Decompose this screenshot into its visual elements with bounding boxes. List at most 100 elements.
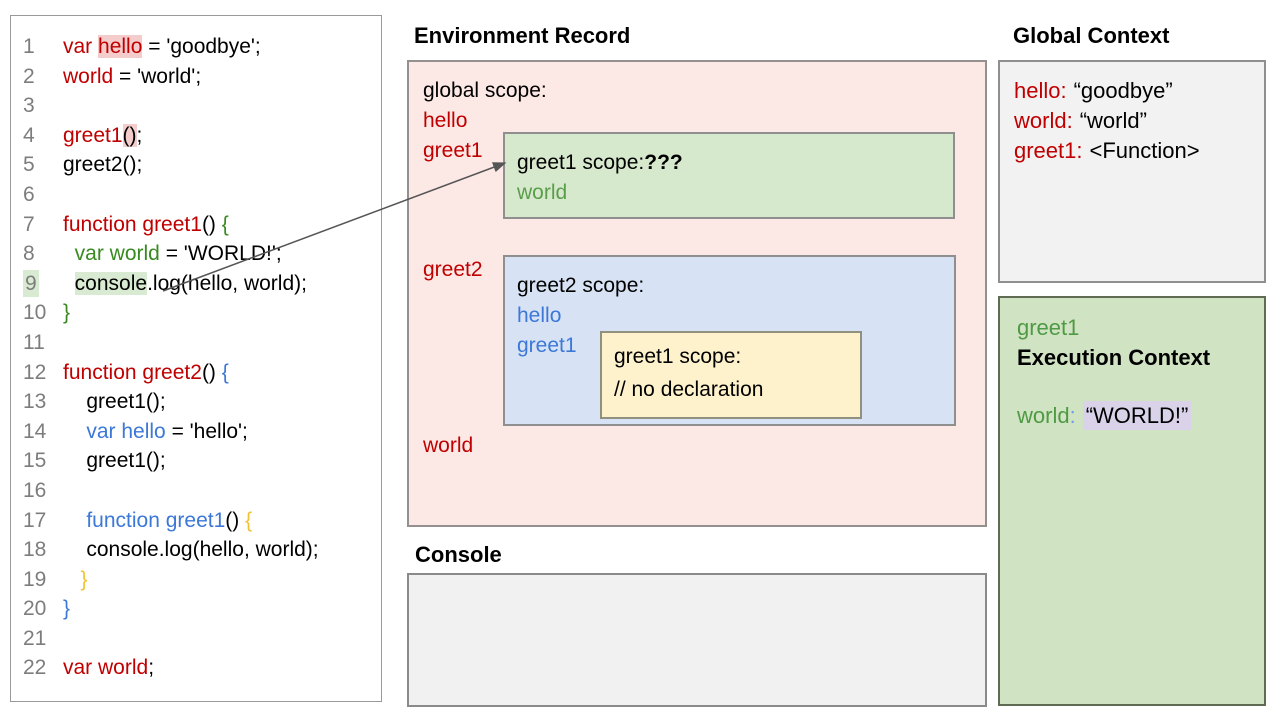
line-number: 6 (23, 182, 35, 206)
code-line: 15 greet1(); (23, 446, 381, 476)
code-line: 7 function greet1() { (23, 210, 381, 240)
var-value: <Function> (1089, 138, 1200, 163)
console-output-box (407, 573, 987, 707)
code-token: } (80, 567, 88, 591)
line-number: 10 (23, 301, 47, 325)
greet1-scope-var-world: world (517, 181, 568, 204)
code-token: console (74, 271, 148, 295)
code-text: console.log(hello, world); (63, 271, 307, 295)
code-line: 18 console.log(hello, world); (23, 535, 381, 565)
code-token: ; (136, 123, 143, 147)
console-title: Console (415, 542, 502, 567)
line-number: 7 (23, 212, 35, 236)
execution-context-entry: world:“WORLD!” (1017, 401, 1192, 430)
code-text: } (63, 568, 88, 591)
global-var-hello: hello (423, 109, 468, 132)
greet1-scope-question: ??? (644, 151, 683, 174)
code-token (63, 242, 75, 265)
line-number: 16 (23, 478, 47, 502)
global-context-entry: hello:“goodbye” (1014, 78, 1173, 104)
code-line: 3 (23, 91, 381, 121)
greet1-scope-title: greet1 scope:??? (517, 151, 683, 175)
greet2-scope-box: greet2 scope: hello greet1 greet1 scope:… (503, 255, 956, 426)
code-line: 21 (23, 624, 381, 654)
code-line: 1 var hello = 'goodbye'; (23, 32, 381, 62)
code-token: var world (74, 242, 160, 266)
code-line: 17 function greet1() { (23, 506, 381, 536)
execution-context-function-name: greet1 (1017, 315, 1080, 340)
line-number: 19 (23, 567, 47, 591)
global-context-entry: world:“world” (1014, 108, 1147, 134)
code-line: 13 greet1(); (23, 387, 381, 417)
inner-greet1-scope-title: greet1 scope: (614, 345, 742, 368)
code-token: = 'goodbye'; (142, 35, 261, 58)
code-text: var hello = 'hello'; (63, 420, 248, 443)
code-text: greet2(); (63, 153, 142, 176)
code-line: 8 var world = 'WORLD!'; (23, 239, 381, 269)
inner-greet1-scope-comment: // no declaration (614, 378, 764, 401)
global-var-greet1: greet1 (423, 139, 483, 162)
code-token: = 'hello'; (165, 419, 248, 443)
code-token: greet1(); (63, 390, 166, 414)
inner-greet1-scope-box: greet1 scope: // no declaration (600, 331, 862, 419)
code-text: world = 'world'; (63, 65, 201, 88)
global-context-box: hello:“goodbye” world:“world” greet1:<Fu… (998, 60, 1266, 283)
code-token: greet1(); (63, 449, 166, 473)
code-token: () (201, 212, 222, 236)
global-context-title: Global Context (1013, 23, 1170, 48)
greet1-scope-title-text: greet1 scope: (517, 151, 645, 174)
code-text: console.log(hello, world); (63, 538, 318, 561)
var-colon: : (1069, 403, 1076, 428)
code-line: 19 } (23, 565, 381, 595)
code-text: function greet1() { (63, 213, 229, 236)
line-number: 1 (23, 35, 35, 58)
var-value: “world” (1079, 108, 1147, 133)
line-number: 5 (23, 153, 35, 177)
greet2-scope-title: greet2 scope: (517, 274, 645, 297)
code-token: var (63, 35, 99, 58)
global-var-greet2: greet2 (423, 258, 483, 281)
code-token: () (122, 123, 137, 147)
global-scope-box: global scope: hello greet1 greet2 world … (407, 60, 987, 527)
code-token: = 'world'; (113, 64, 202, 88)
line-number: 18 (23, 538, 47, 562)
code-token (63, 272, 75, 295)
greet1-scope-box: greet1 scope:??? world (503, 132, 955, 219)
var-name: greet1: (1014, 138, 1083, 163)
code-line: 10} (23, 298, 381, 328)
greet2-scope-var-hello: hello (517, 304, 562, 327)
code-text: greet1(); (63, 123, 143, 147)
environment-record-title: Environment Record (414, 23, 631, 48)
var-name: world (1017, 403, 1070, 428)
var-name: world: (1014, 108, 1073, 133)
line-number: 11 (23, 330, 45, 354)
line-number: 22 (23, 656, 47, 680)
code-token: () (225, 508, 246, 532)
code-token (63, 568, 81, 591)
code-text: var world; (63, 656, 154, 679)
line-number: 4 (23, 123, 35, 147)
code-token: () (201, 360, 222, 384)
code-line: 9 console.log(hello, world); (23, 269, 381, 299)
line-number: 12 (23, 360, 47, 384)
code-token: hello (98, 35, 143, 58)
code-token: .log(hello, world); (147, 271, 307, 295)
line-number: 8 (23, 242, 35, 266)
code-line: 5 greet2(); (23, 150, 381, 180)
global-var-world: world (423, 434, 474, 457)
line-number: 17 (23, 508, 47, 532)
code-token: { (221, 360, 229, 384)
code-token: var world (63, 656, 149, 680)
code-token: } (63, 301, 71, 325)
code-token: greet1 (63, 123, 123, 147)
code-line: 6 (23, 180, 381, 210)
code-line: 16 (23, 476, 381, 506)
code-token: ; (148, 656, 155, 680)
code-line: 20} (23, 594, 381, 624)
code-line: 22 var world; (23, 653, 381, 683)
code-text: } (63, 301, 70, 324)
